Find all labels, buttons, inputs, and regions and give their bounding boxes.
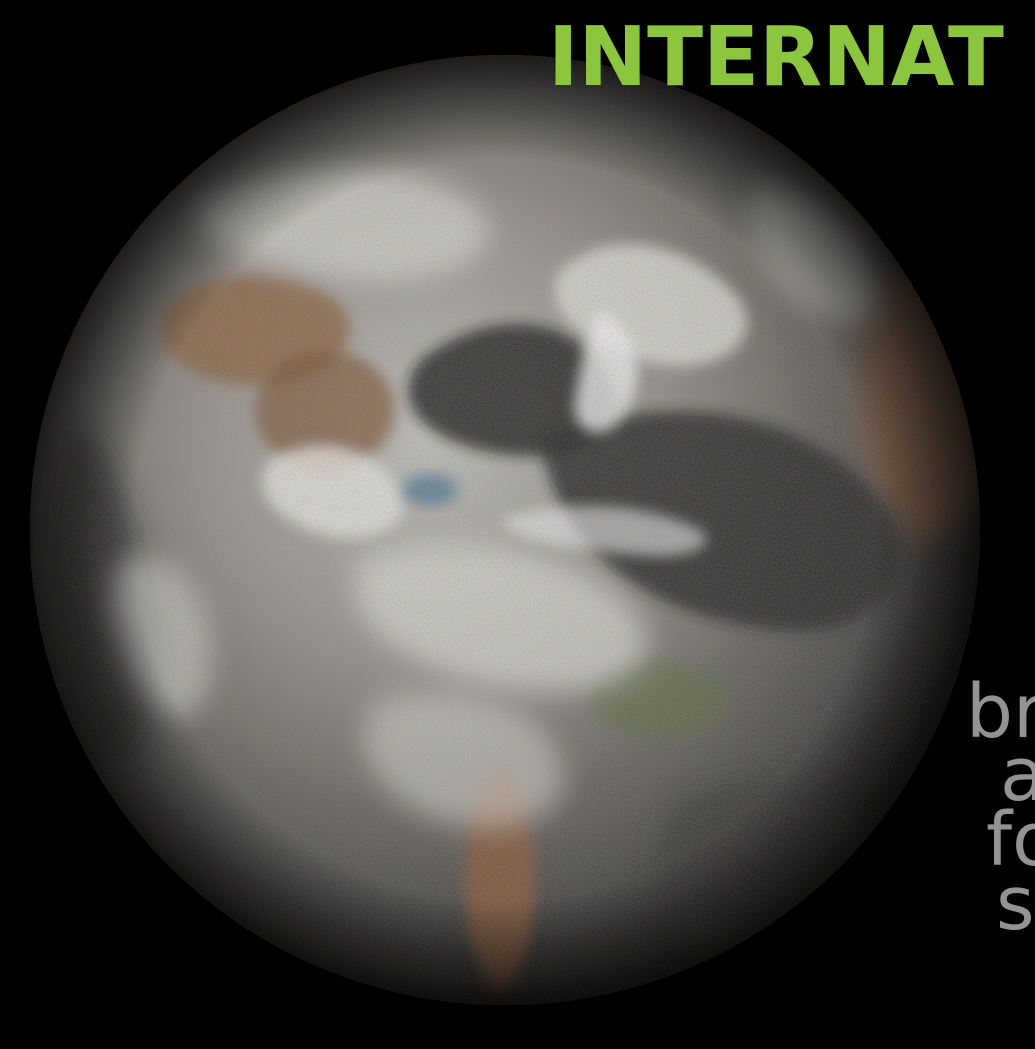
side-text-line: s (996, 861, 1035, 947)
side-text-line: fo (986, 797, 1035, 883)
side-text-line: a (1000, 732, 1035, 818)
headline-title: INTERNAT (548, 10, 1004, 105)
side-text-line: br (966, 669, 1035, 755)
